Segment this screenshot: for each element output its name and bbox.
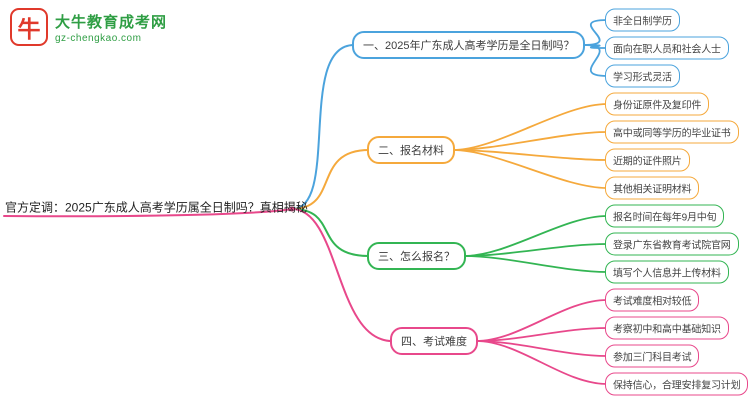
root-topic[interactable]: 官方定调：2025广东成人高考学历属全日制吗？真相揭秘 — [5, 200, 308, 215]
leaf-node[interactable]: 登录广东省教育考试院官网 — [605, 232, 739, 256]
leaf-node[interactable]: 考试难度相对较低 — [605, 288, 700, 312]
site-logo[interactable]: 牛 大牛教育成考网 gz-chengkao.com — [10, 8, 167, 46]
connector-path — [463, 215, 608, 257]
leaf-node[interactable]: 保持信心，合理安排复习计划 — [605, 372, 749, 396]
branch-node-1[interactable]: 一、2025年广东成人高考学历是全日制吗？ — [352, 31, 586, 59]
branch-node-3[interactable]: 三、怎么报名？ — [367, 242, 466, 270]
leaf-node[interactable]: 身份证原件及复印件 — [605, 92, 710, 116]
branch-node-4[interactable]: 四、考试难度 — [390, 327, 478, 355]
connector-path — [452, 149, 608, 161]
connector-path — [463, 243, 608, 257]
root-anchor-dot — [289, 206, 295, 212]
connector-path — [475, 327, 608, 342]
connector-path — [291, 208, 370, 257]
connector-path — [291, 44, 355, 210]
logo-subtitle: gz-chengkao.com — [55, 32, 142, 44]
connector-path — [291, 149, 370, 210]
leaf-node[interactable]: 学习形式灵活 — [605, 64, 680, 88]
leaf-node[interactable]: 考察初中和高中基础知识 — [605, 316, 729, 340]
connector-path — [463, 255, 608, 273]
connector-path — [3, 208, 293, 218]
leaf-node[interactable]: 高中或同等学历的毕业证书 — [605, 120, 739, 144]
connector-path — [582, 19, 608, 46]
logo-title: 大牛教育成考网 — [55, 13, 168, 31]
leaf-node[interactable]: 面向在职人员和社会人士 — [605, 36, 729, 60]
branch-node-2[interactable]: 二、报名材料 — [367, 136, 455, 164]
connector-path — [475, 340, 608, 357]
leaf-node[interactable]: 填写个人信息并上传材料 — [605, 260, 729, 284]
leaf-node[interactable]: 其他相关证明材料 — [605, 176, 700, 200]
connector-path — [452, 131, 608, 151]
leaf-node[interactable]: 参加三门科目考试 — [605, 344, 700, 368]
leaf-node[interactable]: 非全日制学历 — [605, 8, 680, 32]
connector-path — [452, 149, 608, 189]
connector-path — [291, 208, 393, 342]
leaf-node[interactable]: 报名时间在每年9月中旬 — [605, 204, 725, 228]
connector-path — [475, 340, 608, 385]
leaf-node[interactable]: 近期的证件照片 — [605, 148, 690, 172]
connector-path — [582, 44, 608, 77]
connector-path — [452, 103, 608, 151]
logo-text: 大牛教育成考网 gz-chengkao.com — [55, 11, 167, 44]
connector-path — [475, 299, 608, 342]
bull-logo-icon: 牛 — [10, 8, 48, 46]
